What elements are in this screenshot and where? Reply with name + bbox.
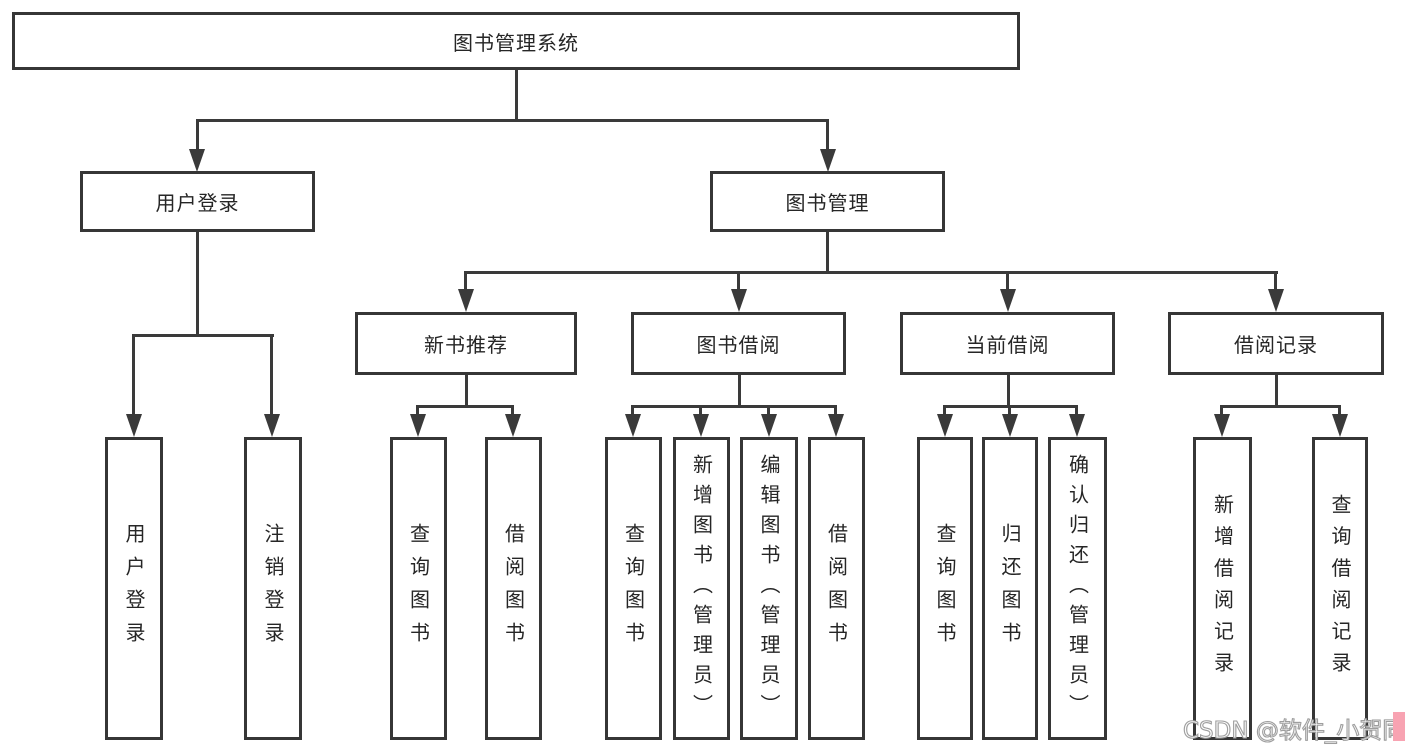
leaf-borrow-books-2-label: 借阅图书 xyxy=(824,522,849,655)
arrow-down-icon xyxy=(505,414,521,437)
arrow-down-icon xyxy=(1332,414,1348,437)
connector-hline xyxy=(632,405,837,408)
leaf-query-books-3: 查询图书 xyxy=(917,437,973,740)
leaf-add-books-admin-label: 新增图书（管理员） xyxy=(689,453,714,724)
connector-hline xyxy=(417,405,514,408)
connector-vline xyxy=(416,405,419,416)
connector-vline xyxy=(699,405,702,416)
arrow-down-icon xyxy=(189,149,205,172)
connector-hline xyxy=(465,271,1278,274)
arrow-down-icon xyxy=(693,414,709,437)
leaf-add-borrow-record: 新增借阅记录 xyxy=(1193,437,1252,740)
arrow-down-icon xyxy=(126,414,142,437)
connector-vline xyxy=(1338,405,1341,416)
connector-vline xyxy=(196,232,199,335)
arrow-down-icon xyxy=(1268,289,1284,312)
connector-vline xyxy=(943,405,946,416)
connector-hline xyxy=(1221,405,1341,408)
node-root-label: 图书管理系统 xyxy=(453,30,579,55)
leaf-confirm-return-admin-label: 确认归还（管理员） xyxy=(1065,453,1090,724)
leaf-borrow-books-2: 借阅图书 xyxy=(808,437,865,740)
node-root: 图书管理系统 xyxy=(12,12,1020,70)
arrow-down-icon xyxy=(1214,414,1230,437)
connector-vline xyxy=(1007,375,1010,407)
node-user-login-label: 用户登录 xyxy=(155,191,240,215)
arrow-down-icon xyxy=(828,414,844,437)
leaf-user-login: 用户登录 xyxy=(105,437,163,740)
connector-vline xyxy=(1075,405,1078,416)
leaf-user-login-label: 用户登录 xyxy=(122,522,146,655)
node-borrow-records-label: 借阅记录 xyxy=(1234,333,1318,357)
connector-vline xyxy=(1008,405,1011,416)
leaf-logout-label: 注销登录 xyxy=(261,522,285,655)
connector-vline xyxy=(767,405,770,416)
connector-vline xyxy=(1006,271,1009,291)
connector-vline xyxy=(1220,405,1223,416)
leaf-add-books-admin: 新增图书（管理员） xyxy=(673,437,730,740)
node-current-borrow: 当前借阅 xyxy=(900,312,1115,375)
arrow-down-icon xyxy=(1069,414,1085,437)
node-new-books: 新书推荐 xyxy=(355,312,577,375)
leaf-return-books: 归还图书 xyxy=(982,437,1038,740)
connector-vline xyxy=(515,70,518,120)
connector-vline xyxy=(1275,375,1278,407)
node-current-borrow-label: 当前借阅 xyxy=(965,333,1050,357)
leaf-query-books-1: 查询图书 xyxy=(390,437,447,740)
node-book-borrow: 图书借阅 xyxy=(631,312,846,375)
connector-hline xyxy=(944,405,1078,408)
arrow-down-icon xyxy=(937,414,953,437)
csdn-watermark: CSDN @软件_小贺同学 xyxy=(1182,717,1405,744)
node-book-borrow-label: 图书借阅 xyxy=(696,333,781,357)
leaf-logout: 注销登录 xyxy=(244,437,302,740)
leaf-query-books-3-label: 查询图书 xyxy=(933,522,957,655)
connector-hline xyxy=(133,334,274,337)
leaf-query-books-1-label: 查询图书 xyxy=(406,522,431,655)
arrow-down-icon xyxy=(1000,289,1016,312)
arrow-down-icon xyxy=(1002,414,1018,437)
node-borrow-records: 借阅记录 xyxy=(1168,312,1384,375)
leaf-edit-books-admin: 编辑图书（管理员） xyxy=(740,437,798,740)
leaf-query-books-2-label: 查询图书 xyxy=(621,522,646,655)
leaf-query-books-2: 查询图书 xyxy=(605,437,662,740)
leaf-return-books-label: 归还图书 xyxy=(998,522,1022,655)
connector-vline xyxy=(270,334,273,416)
leaf-query-borrow-record-label: 查询借阅记录 xyxy=(1328,493,1352,684)
connector-vline xyxy=(511,405,514,416)
connector-vline xyxy=(1274,271,1277,291)
arrow-down-icon xyxy=(731,289,747,312)
arrow-down-icon xyxy=(820,149,836,172)
connector-hline xyxy=(196,119,829,122)
connector-vline xyxy=(737,271,740,291)
node-user-login: 用户登录 xyxy=(80,171,315,232)
arrow-down-icon xyxy=(761,414,777,437)
connector-vline xyxy=(464,271,467,291)
leaf-query-borrow-record: 查询借阅记录 xyxy=(1312,437,1368,740)
connector-vline xyxy=(826,232,829,273)
node-book-mgmt-label: 图书管理 xyxy=(785,191,870,215)
node-book-mgmt: 图书管理 xyxy=(710,171,945,232)
leaf-borrow-books-1: 借阅图书 xyxy=(485,437,542,740)
connector-vline xyxy=(132,334,135,416)
leaf-edit-books-admin-label: 编辑图书（管理员） xyxy=(757,453,781,724)
connector-vline xyxy=(738,375,741,407)
arrow-down-icon xyxy=(410,414,426,437)
arrow-down-icon xyxy=(458,289,474,312)
connector-vline xyxy=(631,405,634,416)
node-new-books-label: 新书推荐 xyxy=(424,333,508,357)
leaf-confirm-return-admin: 确认归还（管理员） xyxy=(1048,437,1107,740)
leaf-borrow-books-1-label: 借阅图书 xyxy=(501,522,526,655)
arrow-down-icon xyxy=(625,414,641,437)
connector-vline xyxy=(826,119,829,151)
arrow-down-icon xyxy=(264,414,280,437)
connector-vline xyxy=(465,375,468,407)
connector-vline xyxy=(834,405,837,416)
leaf-add-borrow-record-label: 新增借阅记录 xyxy=(1210,493,1235,684)
csdn-watermark-logo-fragment xyxy=(1393,712,1405,741)
connector-vline xyxy=(196,119,199,151)
